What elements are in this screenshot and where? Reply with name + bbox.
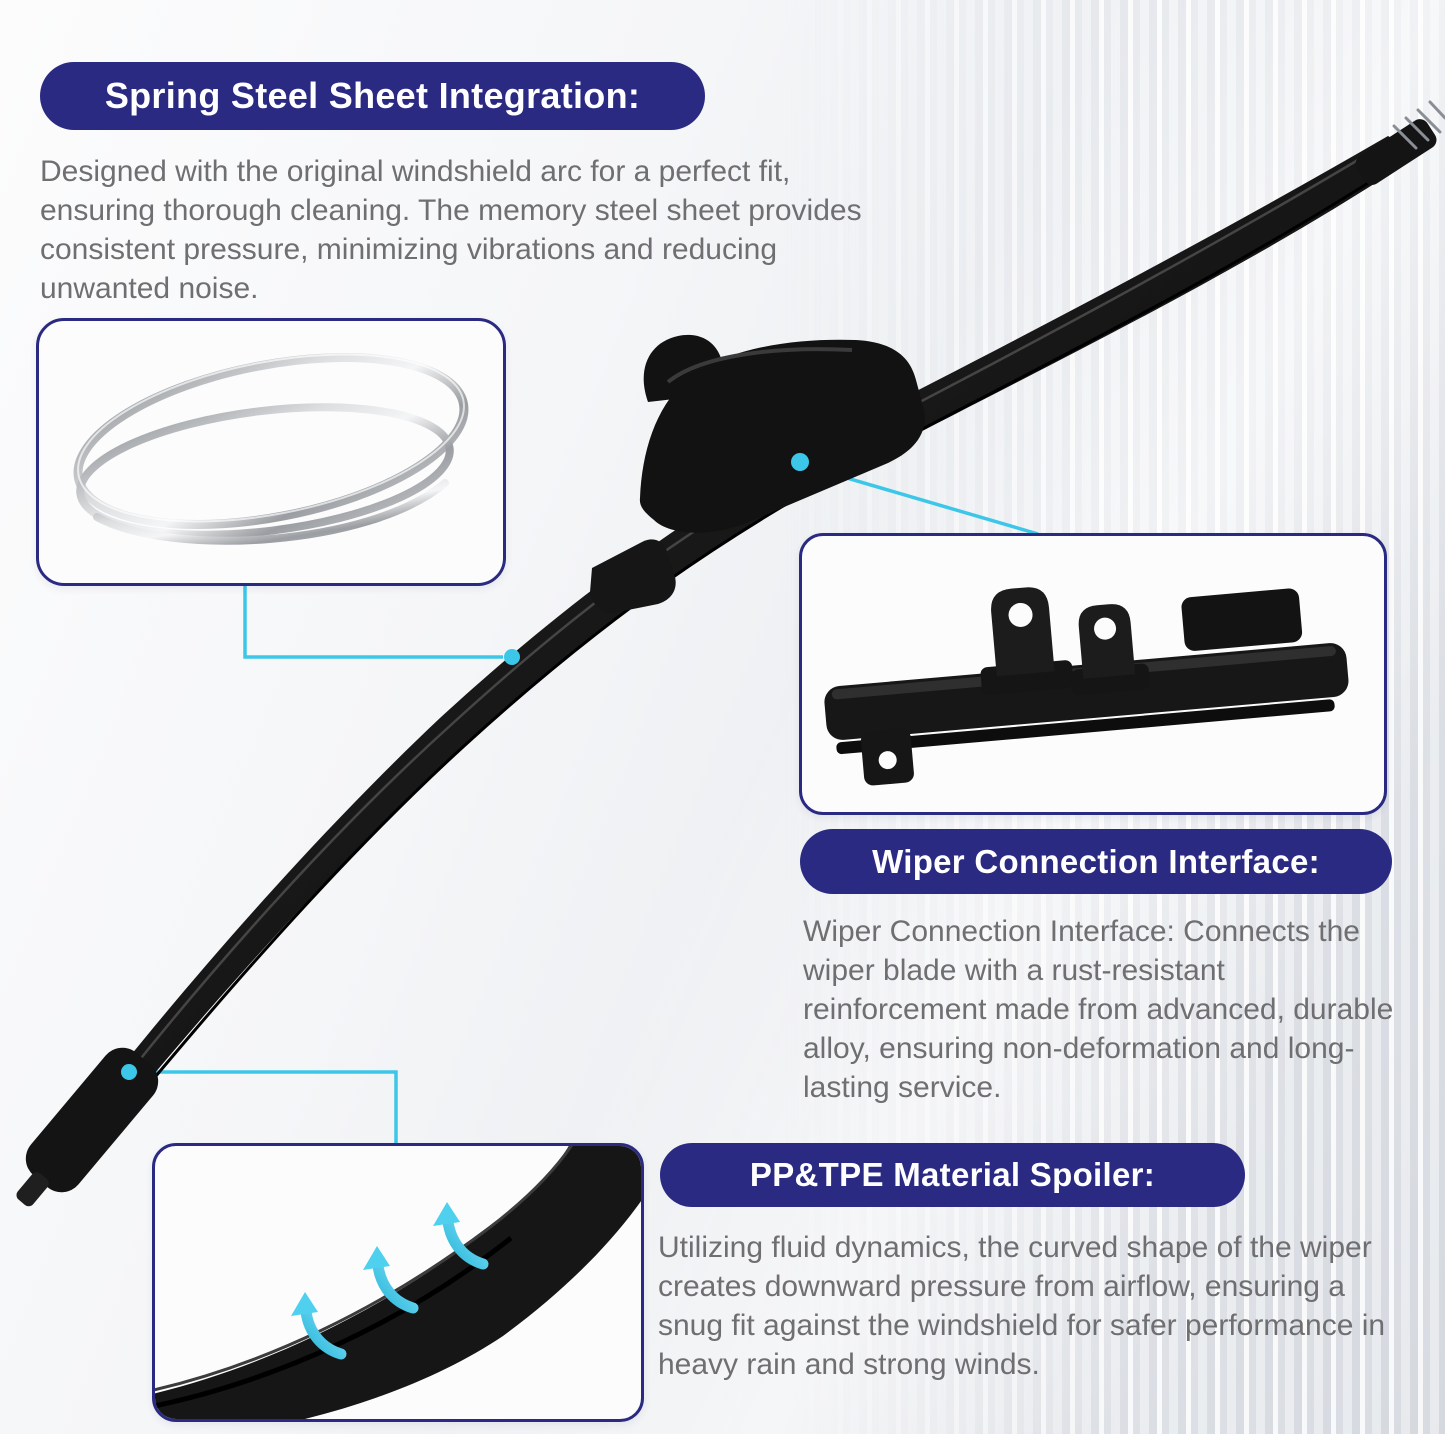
connector-line-steel [243, 586, 503, 659]
spring-steel-title: Spring Steel Sheet Integration: [104, 75, 641, 116]
connection-interface-description: Wiper Connection Interface: Connects the… [803, 915, 1394, 1104]
spring-steel-sheet-icon [73, 353, 469, 545]
connector-line-spoiler [138, 1070, 398, 1146]
connection-interface-title: Wiper Connection Interface: [872, 842, 1320, 880]
spoiler-title: PP&TPE Material Spoiler: [749, 1156, 1156, 1193]
blade-tip-cap [1355, 100, 1445, 185]
spoiler-airflow-icon [155, 1146, 641, 1419]
anchor-dots [121, 453, 809, 1080]
spring-steel-callout-box [36, 318, 506, 586]
blade-end-cap [16, 1047, 159, 1207]
spoiler-description: Utilizing fluid dynamics, the curved sha… [658, 1231, 1386, 1381]
spring-steel-description: Designed with the original windshield ar… [40, 155, 862, 305]
wiper-connector-detail-icon [824, 587, 1349, 786]
spoiler-blade-band [155, 1146, 641, 1419]
spoiler-callout-box [152, 1143, 644, 1422]
connection-interface-callout-box [799, 533, 1387, 815]
blade-adapter [590, 334, 925, 613]
connection-interface-title-banner: Wiper Connection Interface: [800, 829, 1392, 894]
spoiler-title-banner: PP&TPE Material Spoiler: [660, 1143, 1245, 1207]
spring-steel-title-banner: Spring Steel Sheet Integration: [40, 62, 705, 130]
